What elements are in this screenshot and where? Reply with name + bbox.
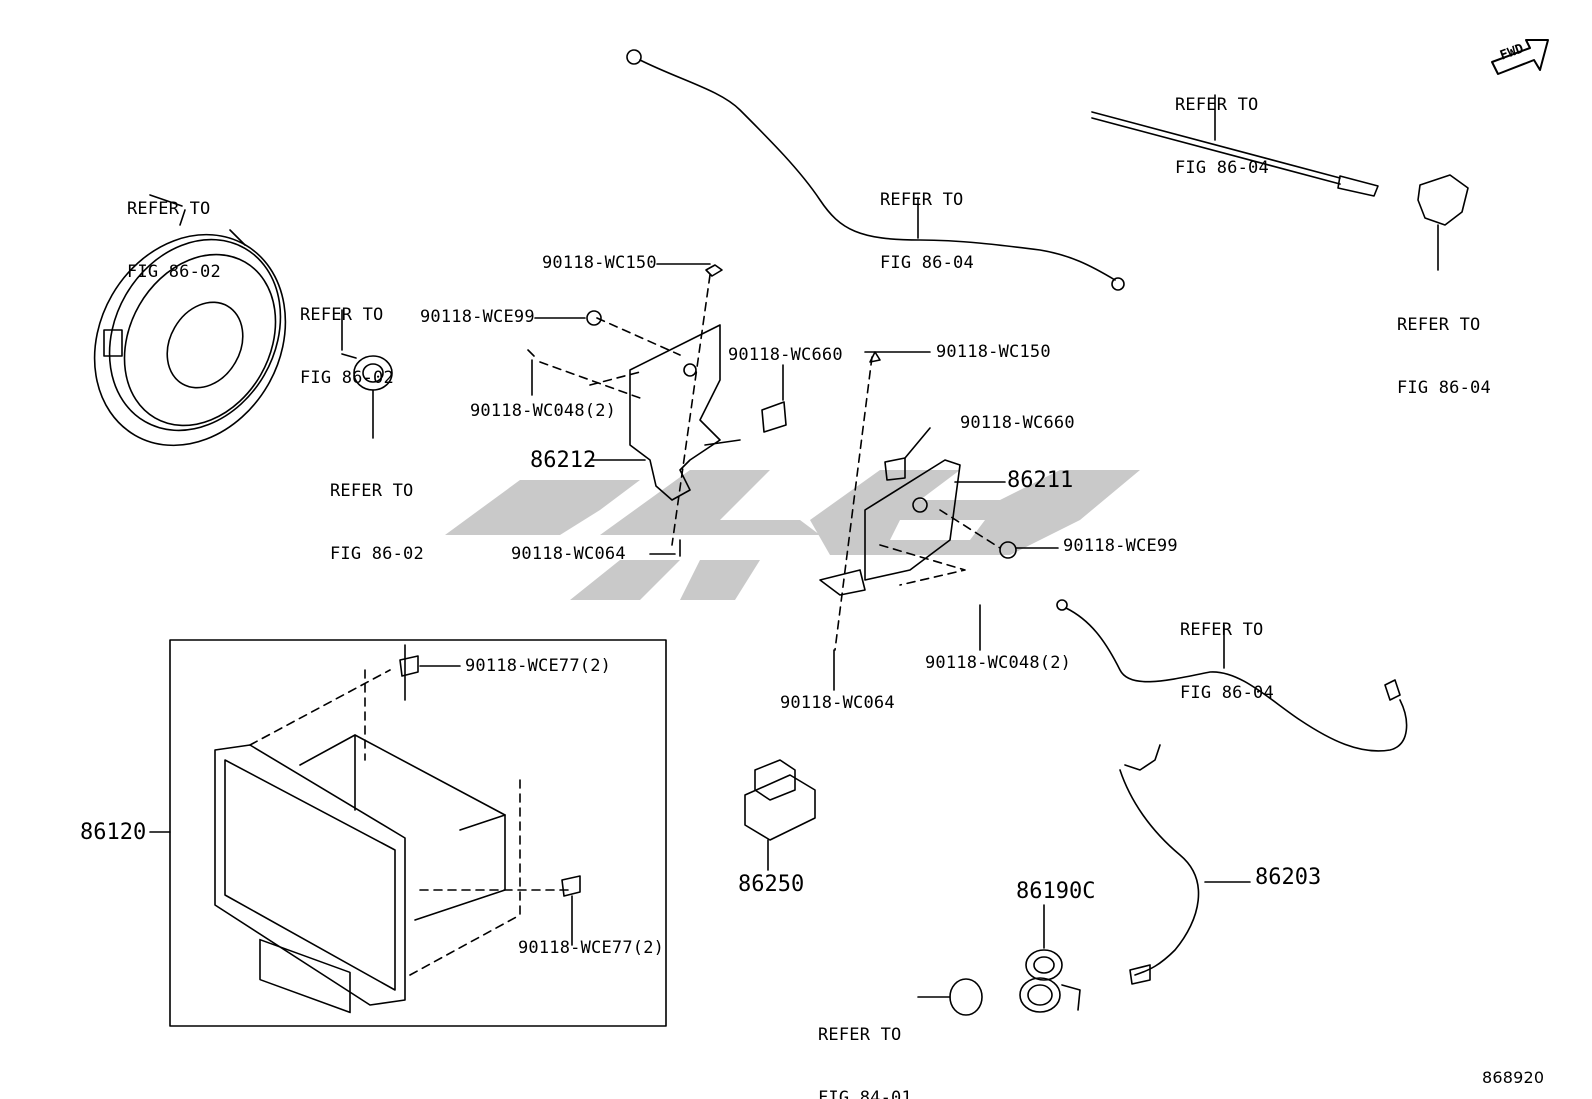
ref-antenna-base: REFER TO FIG 86-04 (1397, 273, 1491, 420)
callout-wc660-left: 90118-WC660 (728, 345, 843, 365)
callout-wc048-left: 90118-WC048(2) (470, 401, 617, 421)
ref-tweeter-top: REFER TO FIG 86-02 (300, 263, 394, 410)
ref-line-1: REFER TO (330, 481, 414, 501)
bracket-86212-drawing (527, 264, 741, 557)
antenna-cable-top (626, 49, 1125, 291)
callout-wc048-right: 90118-WC048(2) (925, 653, 1072, 673)
module-86250-drawing (744, 759, 816, 871)
antenna-cable-right (1056, 599, 1408, 752)
usb-socket-drawing (1019, 904, 1081, 1013)
tweeter-drawing (341, 309, 393, 439)
catalog-number: 868920 (1482, 1068, 1545, 1087)
watermark-logo (445, 470, 1140, 600)
ref-speaker-left: REFER TO FIG 86-02 (127, 157, 221, 304)
ref-line-1: REFER TO (880, 190, 964, 210)
ref-line-2: FIG 86-02 (300, 368, 394, 388)
callout-wce99-left: 90118-WCE99 (420, 307, 535, 327)
callout-wc150-right: 90118-WC150 (936, 342, 1051, 362)
part-number-86250: 86250 (738, 872, 805, 897)
callout-wc064-left: 90118-WC064 (511, 544, 626, 564)
part-number-86120: 86120 (80, 820, 147, 845)
ref-cable-right: REFER TO FIG 86-04 (1180, 578, 1274, 725)
bracket-86211-drawing (819, 351, 1017, 651)
ref-tweeter-bottom: REFER TO FIG 86-02 (330, 439, 424, 586)
ref-line-1: REFER TO (1180, 620, 1264, 640)
button-cap-drawing (917, 978, 983, 1016)
ref-line-1: REFER TO (1175, 95, 1259, 115)
ref-cable-top: REFER TO FIG 86-04 (880, 148, 974, 295)
ref-line-2: FIG 86-04 (880, 253, 974, 273)
ref-line-2: FIG 86-02 (330, 544, 424, 564)
ref-line-1: REFER TO (127, 199, 211, 219)
head-unit-drawing (149, 644, 581, 1014)
part-number-86212: 86212 (530, 448, 597, 473)
callout-wce77-bottom: 90118-WCE77(2) (518, 938, 665, 958)
callout-wce99-right: 90118-WCE99 (1063, 536, 1178, 556)
antenna-rod (1091, 94, 1379, 197)
ref-line-2: FIG 86-02 (127, 262, 221, 282)
part-number-86203: 86203 (1255, 865, 1322, 890)
callout-wc064-right: 90118-WC064 (780, 693, 895, 713)
callout-wc660-right: 90118-WC660 (960, 413, 1075, 433)
ref-line-1: REFER TO (300, 305, 384, 325)
ref-line-1: REFER TO (1397, 315, 1481, 335)
ref-line-2: FIG 86-04 (1175, 158, 1269, 178)
ref-antenna-rod: REFER TO FIG 86-04 (1175, 53, 1269, 200)
head-unit-frame (169, 639, 667, 1027)
antenna-base (1417, 174, 1469, 271)
harness-86203-drawing (1119, 744, 1251, 985)
ref-line-1: REFER TO (818, 1025, 902, 1045)
ref-button-cap: REFER TO FIG 84-01 (818, 983, 912, 1099)
ref-line-2: FIG 86-04 (1180, 683, 1274, 703)
fwd-arrow-icon (1491, 39, 1549, 75)
part-number-86190c: 86190C (1016, 879, 1096, 904)
grommet-left (761, 364, 787, 433)
part-number-86211: 86211 (1007, 468, 1074, 493)
ref-line-2: FIG 84-01 (818, 1088, 912, 1099)
callout-wce77-top: 90118-WCE77(2) (465, 656, 612, 676)
speaker-drawing (93, 194, 287, 447)
ref-line-2: FIG 86-04 (1397, 378, 1491, 398)
callout-wc150-left: 90118-WC150 (542, 253, 657, 273)
